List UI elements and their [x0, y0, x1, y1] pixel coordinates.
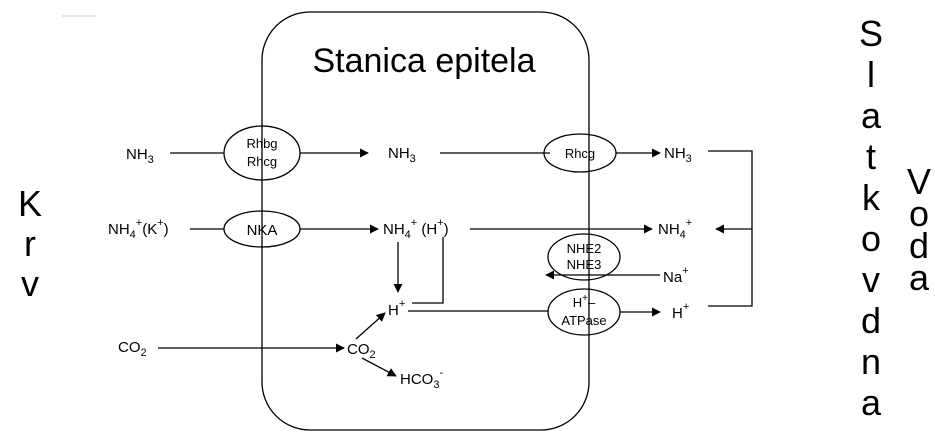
lumen-letter: S	[859, 13, 883, 54]
h-lumen-label: H+	[672, 301, 689, 322]
lumen-letter: l	[867, 54, 875, 95]
lumen-letter: a	[861, 382, 882, 423]
co2-blood-label: CO2	[118, 339, 147, 359]
water-letter: a	[909, 257, 930, 298]
rhbg-label: Rhbg	[246, 136, 277, 151]
blood-letter: v	[21, 263, 39, 304]
nhe2-label: NHE2	[567, 241, 602, 256]
cell-title: Stanica epitela	[312, 42, 535, 80]
co2-to-h-arrow	[355, 312, 386, 340]
co2-to-hco3-arrow	[361, 357, 397, 377]
nh3-lumen-label: NH3	[664, 145, 692, 165]
lumen-letter: n	[861, 341, 881, 382]
nh4-cell-label: NH4+ (H+)	[383, 217, 449, 241]
h-return-line	[412, 237, 444, 304]
lumen-letter: v	[862, 259, 880, 300]
lumen-letter: d	[861, 300, 881, 341]
atpase-label: ATPase	[561, 313, 606, 328]
rhcg-label: Rhcg	[247, 154, 277, 169]
h-cell-label: H+	[388, 298, 405, 319]
water-letter: o	[909, 193, 929, 234]
lumen-letter: o	[861, 218, 881, 259]
nh4-lumen-label: NH4+	[658, 217, 692, 241]
nh3-cell-label: NH3	[388, 145, 416, 165]
lumen-letter: k	[862, 177, 881, 218]
nh3-blood-label: NH3	[126, 146, 154, 166]
hco3-cell-label: HCO3-	[400, 367, 443, 391]
rhcg-apical-label: Rhcg	[565, 146, 595, 161]
water-letter: V	[907, 161, 931, 202]
nka-label: NKA	[247, 222, 278, 239]
blood-letter: r	[24, 223, 36, 264]
h-atpase-label: H+–	[573, 293, 596, 310]
lumen-letter: t	[866, 136, 876, 177]
water-letter: d	[909, 225, 929, 266]
epithelial-cell-outline	[261, 11, 590, 431]
nh4-blood-label: NH4+(K+)	[108, 217, 169, 241]
blood-letter: K	[18, 183, 42, 224]
lumen-label: S l a t k o v d n a	[859, 13, 883, 423]
blood-label: K r v	[18, 183, 42, 304]
lumen-letter: a	[861, 95, 882, 136]
na-lumen-label: Na+	[663, 265, 689, 286]
water-label: V o d a	[907, 161, 931, 298]
nhe-exchanger	[547, 233, 621, 281]
co2-cell-label: CO2	[347, 341, 376, 361]
nhe3-label: NHE3	[567, 257, 602, 272]
